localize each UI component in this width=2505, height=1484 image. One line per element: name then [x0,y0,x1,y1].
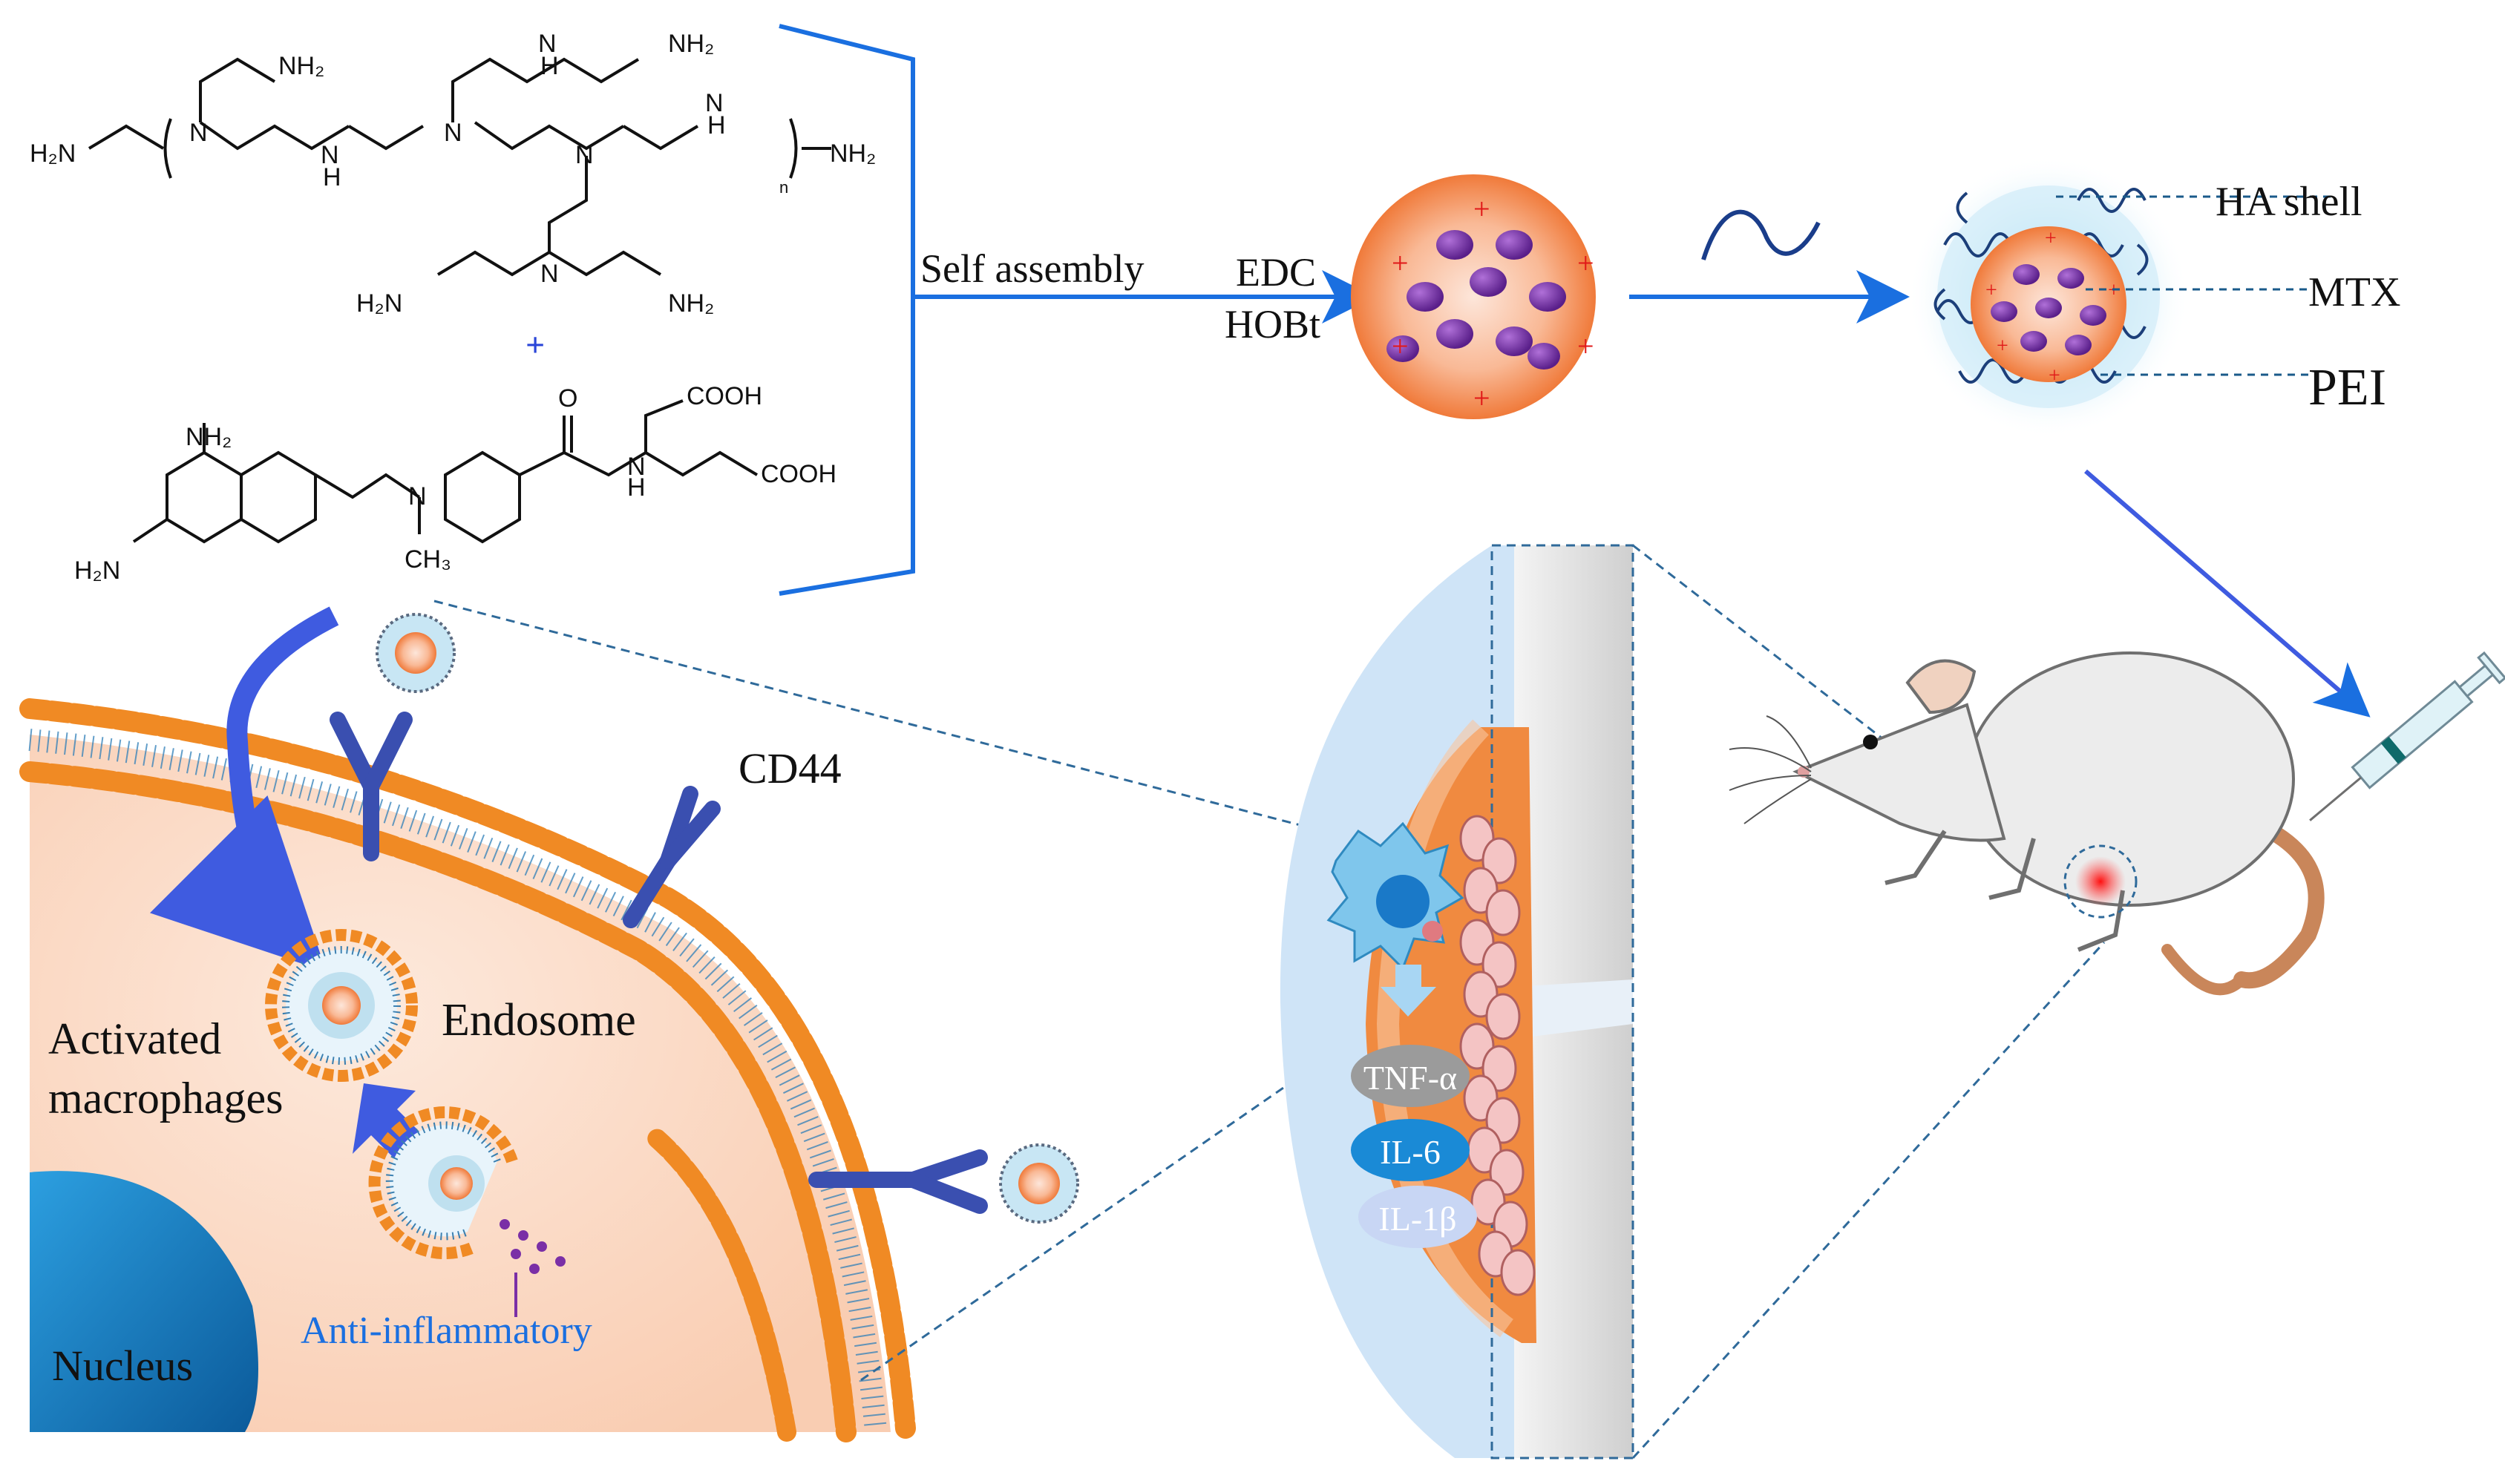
pei-nh2-right: NH₂ [830,139,876,168]
np-charge-1: + [1985,279,1997,302]
pei-repeat-n: n [779,178,788,197]
mtx-nh2-top: NH₂ [186,423,232,451]
reactant-bracket [779,24,915,596]
pei-h2n-left: H₂N [30,139,76,168]
mtx-labels: NH₂ H₂N CH₃ COOH COOH O N H N [74,382,836,585]
mtx-ch3: CH₃ [405,545,451,574]
pei-n5: N [575,141,594,169]
charge-3: + [1577,246,1594,280]
mtx-cooh-top: COOH [687,382,762,410]
pei-n3: N [444,119,462,147]
self-assembly-label: Self assembly [920,246,1144,291]
injection-arrow [2084,469,2371,718]
mtx-h2n-bottom: H₂N [74,556,120,585]
nucleus-label: Nucleus [52,1342,193,1390]
charge-2: + [1473,192,1490,226]
mtx-h: H [627,473,646,502]
activated-label-2: macrophages [48,1074,284,1123]
rat-illustration [1729,651,2325,996]
np-label-leaders [2056,195,2331,376]
mtx-n: N [627,453,646,481]
hobt-label: HOBt [1225,302,1320,347]
cytokine-il6: IL-6 [1380,1133,1441,1171]
nucleus: Nucleus [30,1171,258,1432]
plus-sign: + [525,326,545,364]
pei-h6: H [707,111,726,139]
uptake-arrow [150,606,339,972]
ha-coated-nanoparticle: + + + + + [1908,156,2190,438]
pei-n1: N [189,119,208,147]
synovial-cells [1459,815,1536,1296]
mtx-o: O [558,384,577,413]
endosome-label: Endosome [442,995,636,1045]
np-charge-4: + [2045,227,2057,250]
pei-n2: N [321,141,339,169]
cytokine-il1b: IL-1β [1378,1200,1456,1238]
joint-macrophage [1326,821,1464,971]
cytokine-tnf: TNF-α [1363,1059,1457,1097]
pei-structure [88,57,831,277]
edc-label: EDC [1236,250,1316,295]
pei-n4: N [538,30,557,58]
mtx-structure [132,399,759,544]
pei-nh2-top1: NH₂ [278,52,324,80]
cytokine-pills: TNF-α IL-6 IL-1β [1351,1045,1477,1248]
pei-h2n-mid: H₂N [356,289,402,318]
pei-h2: H [323,163,341,191]
cd44-receptors [330,712,988,1214]
ha-wave-icon [1701,209,1821,260]
endosome-1 [265,929,418,1082]
joint-section [1280,545,1633,1458]
endosome-2 [368,1106,566,1274]
receptor-nanoparticles [376,613,1079,1224]
pei-label: PEI [2308,359,2386,416]
activated-label-1: Activated [48,1014,221,1063]
charge-4: + [1392,329,1409,363]
charge-6: + [1473,381,1490,415]
core-particle: + + + + + + [1351,174,1596,419]
pei-n6: N [705,89,724,117]
mtx-n-methyl: N [408,482,427,510]
syringe-icon [2309,651,2505,821]
charge-5: + [1577,329,1594,363]
pei-n7: N [540,260,559,288]
pei-nh2-top2: NH₂ [668,30,714,58]
secretion-arrow [1381,965,1436,1017]
ha-shell-label: HA shell [2216,179,2362,225]
pei-nh2-mid: NH₂ [668,289,714,318]
cd44-label: CD44 [739,744,842,792]
np-charge-3: + [1997,335,2008,358]
mtx-cooh-bottom: COOH [761,460,836,488]
anti-inflammatory-label: Anti-inflammatory [301,1310,592,1352]
pei-labels: H₂N NH₂ NH₂ NH₂ H₂N NH₂ N N H N N H N N … [30,30,876,318]
charge-1: + [1392,246,1409,280]
pei-h4: H [540,52,559,80]
np-charge-5: + [2049,364,2060,387]
mtx-label: MTX [2308,269,2400,315]
